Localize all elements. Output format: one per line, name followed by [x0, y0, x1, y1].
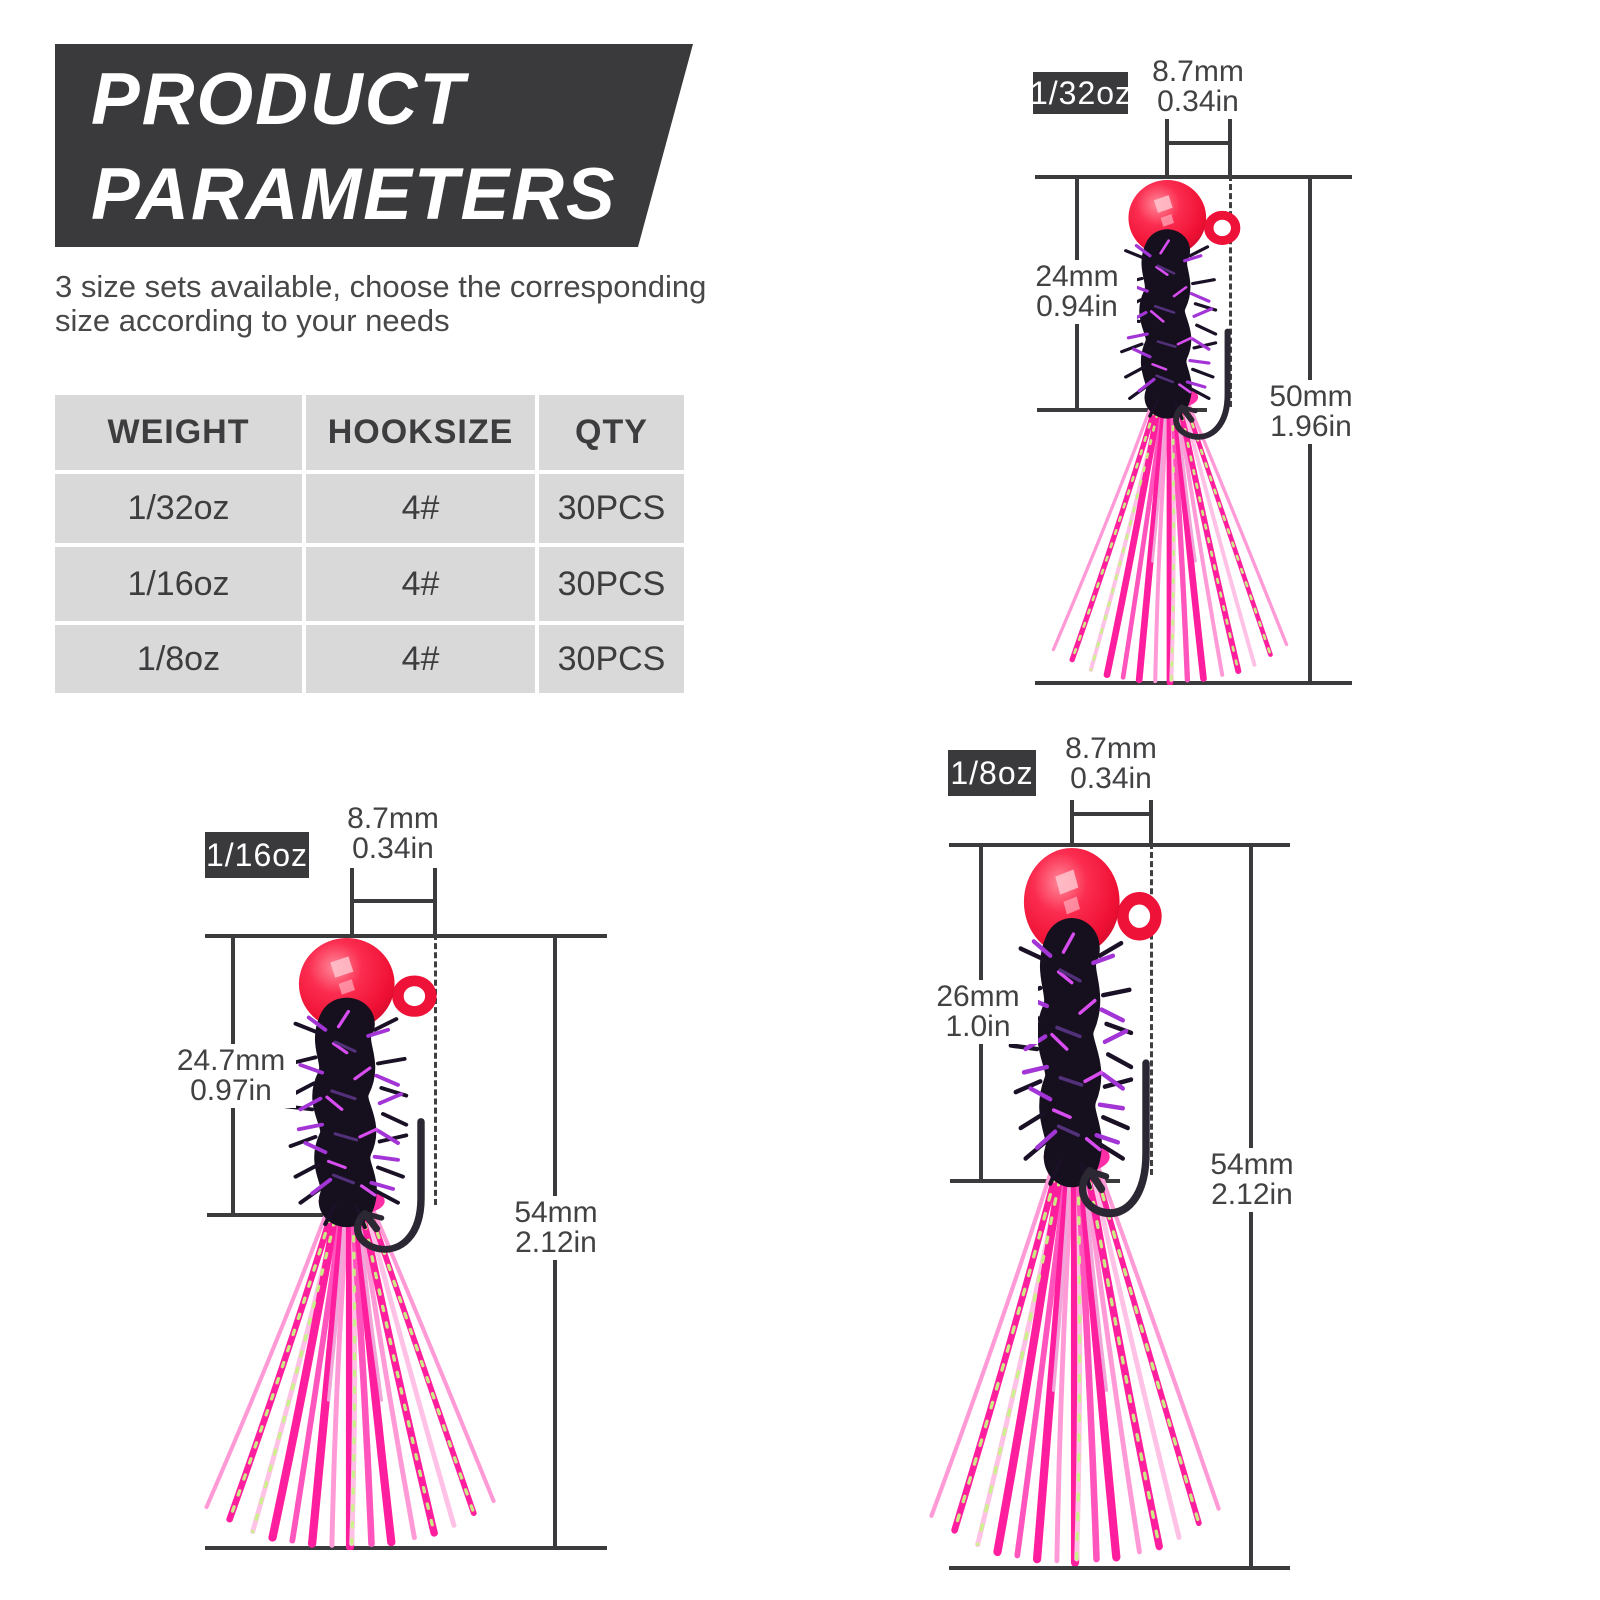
diagram-1-32oz: 1/32oz 8.7mm 0.34in 24mm 0.94in 50mm 1.9… — [1017, 55, 1371, 700]
table-cell: 30PCS — [539, 625, 684, 693]
page-title: PRODUCT PARAMETERS — [91, 52, 617, 242]
dimension-line — [1070, 800, 1074, 843]
table-header-weight: WEIGHT — [55, 395, 302, 470]
dimension-line-top — [1035, 175, 1352, 179]
size-label: 1/16oz — [205, 832, 309, 878]
table-cell: 30PCS — [539, 547, 684, 621]
dimension-line-top — [949, 843, 1290, 847]
dimension-dashed-line — [434, 934, 437, 1205]
table-cell: 4# — [306, 625, 535, 693]
body-length-dimension: 26mm 1.0in — [918, 980, 1038, 1044]
dimension-line — [1070, 812, 1153, 816]
dimension-dashed-line — [1150, 843, 1153, 1175]
table-header-hooksize: HOOKSIZE — [306, 395, 535, 470]
jig-photo — [190, 938, 520, 1550]
head-width-dimension: 8.7mm 0.34in — [323, 802, 463, 866]
dimension-line-bottom — [1035, 681, 1352, 685]
total-length-dimension: 50mm 1.96in — [1251, 380, 1371, 444]
table-cell: 4# — [306, 474, 535, 543]
page-title-line2: PARAMETERS — [91, 154, 617, 235]
size-label: 1/8oz — [948, 750, 1036, 796]
head-width-dimension: 8.7mm 0.34in — [1041, 732, 1181, 796]
table-cell: 1/16oz — [55, 547, 302, 621]
dimension-line-bottom — [205, 1546, 607, 1550]
body-length-dimension: 24.7mm 0.97in — [166, 1044, 296, 1108]
dimension-line — [950, 1179, 1120, 1183]
body-length-dimension: 24mm 0.94in — [1017, 260, 1137, 324]
dimension-dashed-line — [1229, 175, 1232, 407]
table-cell: 1/8oz — [55, 625, 302, 693]
dimension-line — [350, 899, 437, 903]
dimension-line — [1149, 800, 1153, 843]
page-subtitle: 3 size sets available, choose the corres… — [55, 270, 706, 338]
title-banner — [55, 44, 693, 247]
total-length-dimension: 54mm 2.12in — [1192, 1148, 1312, 1212]
total-length-dimension: 54mm 2.12in — [496, 1196, 616, 1260]
dimension-line — [1228, 118, 1232, 175]
table-cell: 30PCS — [539, 474, 684, 543]
dimension-line — [207, 1213, 373, 1217]
dimension-line-bottom — [949, 1566, 1290, 1570]
table-cell: 4# — [306, 547, 535, 621]
dimension-line — [1165, 141, 1232, 145]
subtitle-line2: size according to your needs — [55, 303, 450, 338]
dimension-line — [1037, 408, 1207, 412]
diagram-1-8oz: 1/8oz 8.7mm 0.34in 26mm 1.0in 54mm 2.12i… — [920, 730, 1390, 1580]
dimension-line — [1165, 118, 1169, 175]
table-cell: 1/32oz — [55, 474, 302, 543]
page-title-line1: PRODUCT — [91, 59, 466, 140]
spec-table: WEIGHT HOOKSIZE QTY 1/32oz 4# 30PCS 1/16… — [55, 395, 684, 693]
diagram-1-16oz: 1/16oz 8.7mm 0.34in 24.7mm 0.97in 54mm 2… — [160, 800, 620, 1560]
subtitle-line1: 3 size sets available, choose the corres… — [55, 269, 707, 304]
dimension-line-top — [205, 934, 607, 938]
table-header-qty: QTY — [539, 395, 684, 470]
head-width-dimension: 8.7mm 0.34in — [1128, 55, 1268, 119]
size-label: 1/32oz — [1030, 72, 1131, 114]
